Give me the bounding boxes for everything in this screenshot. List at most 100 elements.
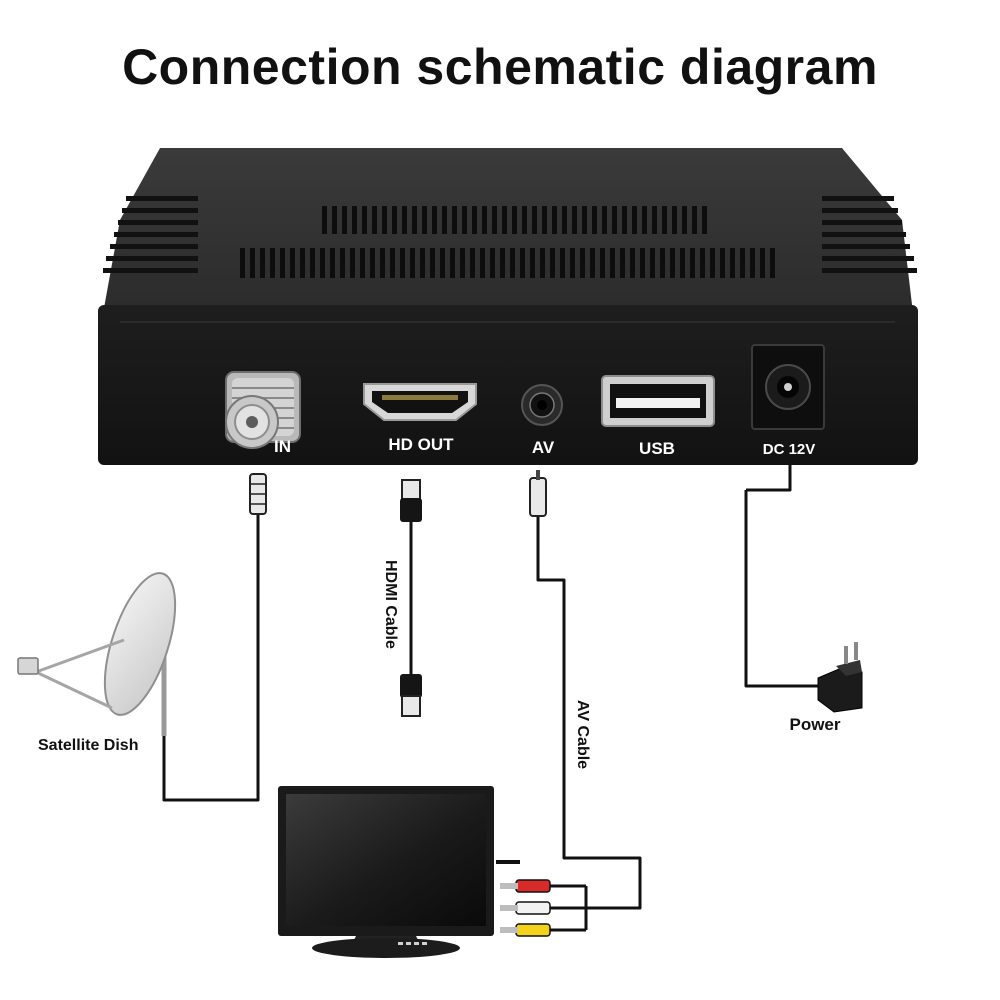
vent-slot (432, 206, 437, 234)
vent-slot (260, 248, 265, 278)
vent-slot (442, 206, 447, 234)
vent-slot (482, 206, 487, 234)
rca-connectors (500, 879, 588, 937)
vent-slot (390, 248, 395, 278)
vent-slot (640, 248, 645, 278)
vent-slot (700, 248, 705, 278)
coax-cable (162, 512, 260, 802)
coax-plug (249, 473, 267, 515)
vent-slot (570, 248, 575, 278)
vent-slot (452, 206, 457, 234)
vent-slot (470, 248, 475, 278)
diagram-title: Connection schematic diagram (122, 39, 878, 95)
av-jack (521, 384, 563, 426)
vent-slot (650, 248, 655, 278)
vent-slot (412, 206, 417, 234)
vent-slot (370, 248, 375, 278)
satellite-dish-label: Satellite Dish (38, 737, 138, 754)
port-label-usb: USB (639, 439, 675, 458)
vent-slot (672, 206, 677, 234)
vent-slot (630, 248, 635, 278)
vent-slot (692, 206, 697, 234)
vent-slot (430, 248, 435, 278)
vent-slot (572, 206, 577, 234)
vent-slot (380, 248, 385, 278)
power-cable-wire-top (746, 460, 792, 492)
vent-slot (512, 206, 517, 234)
vent-slot (310, 248, 315, 278)
vent-slot (240, 248, 245, 278)
usb-port (601, 375, 715, 427)
vent-slot (520, 248, 525, 278)
vent-slot (690, 248, 695, 278)
vent-slot (602, 206, 607, 234)
rca-plug-white (500, 901, 551, 915)
port-label-hd-out: HD OUT (388, 435, 454, 454)
vent-slot (652, 206, 657, 234)
vent-slot (582, 206, 587, 234)
vent-slot (472, 206, 477, 234)
set-top-box (98, 148, 918, 465)
hdmi-plug-top (400, 479, 422, 522)
vent-slot (360, 248, 365, 278)
tv-monitor-icon (278, 786, 520, 958)
vent-slot (330, 248, 335, 278)
vent-slot (670, 248, 675, 278)
vent-slot (382, 206, 387, 234)
vent-slot (340, 248, 345, 278)
dc-jack (751, 344, 825, 430)
rca-plug-yellow (500, 923, 551, 937)
power-label: Power (789, 715, 840, 734)
port-label-dc: DC 12V (763, 441, 816, 458)
vent-slot (500, 248, 505, 278)
satellite-dish-icon (17, 572, 177, 736)
vent-slot (610, 248, 615, 278)
vent-slot (270, 248, 275, 278)
vent-slot (440, 248, 445, 278)
vent-slot (480, 248, 485, 278)
vent-slot (730, 248, 735, 278)
vent-slot (530, 248, 535, 278)
vent-slot (450, 248, 455, 278)
vent-slot (542, 206, 547, 234)
vent-slot (522, 206, 527, 234)
vent-slot (322, 206, 327, 234)
vent-slot (612, 206, 617, 234)
vent-slot (552, 206, 557, 234)
box-top (100, 148, 915, 330)
vent-slot (422, 206, 427, 234)
vent-slot (750, 248, 755, 278)
vent-slot (410, 248, 415, 278)
vent-slot (532, 206, 537, 234)
av-cable-label: AV Cable (574, 700, 591, 769)
vent-slot (352, 206, 357, 234)
vent-slot (420, 248, 425, 278)
hdmi-cable-label: HDMI Cable (382, 560, 399, 649)
vent-slot (620, 248, 625, 278)
vent-slot (300, 248, 305, 278)
vent-slot (290, 248, 295, 278)
vent-slot (682, 206, 687, 234)
vent-slot (362, 206, 367, 234)
vent-slot (592, 206, 597, 234)
vent-slot (550, 248, 555, 278)
side-vent-right (822, 196, 917, 273)
vent-slot (342, 206, 347, 234)
vent-slot (760, 248, 765, 278)
vent-slot (702, 206, 707, 234)
hdmi-port (363, 383, 477, 421)
vent-slot (710, 248, 715, 278)
vent-slot (332, 206, 337, 234)
vent-slot (680, 248, 685, 278)
power-cable-wire (744, 490, 820, 688)
vent-slot (600, 248, 605, 278)
vent-slot (740, 248, 745, 278)
vent-slot (392, 206, 397, 234)
vent-slot (662, 206, 667, 234)
port-label-av: AV (532, 438, 555, 457)
vent-slot (622, 206, 627, 234)
av-cable-wire (536, 514, 642, 910)
vent-slot (320, 248, 325, 278)
vent-slot (660, 248, 665, 278)
